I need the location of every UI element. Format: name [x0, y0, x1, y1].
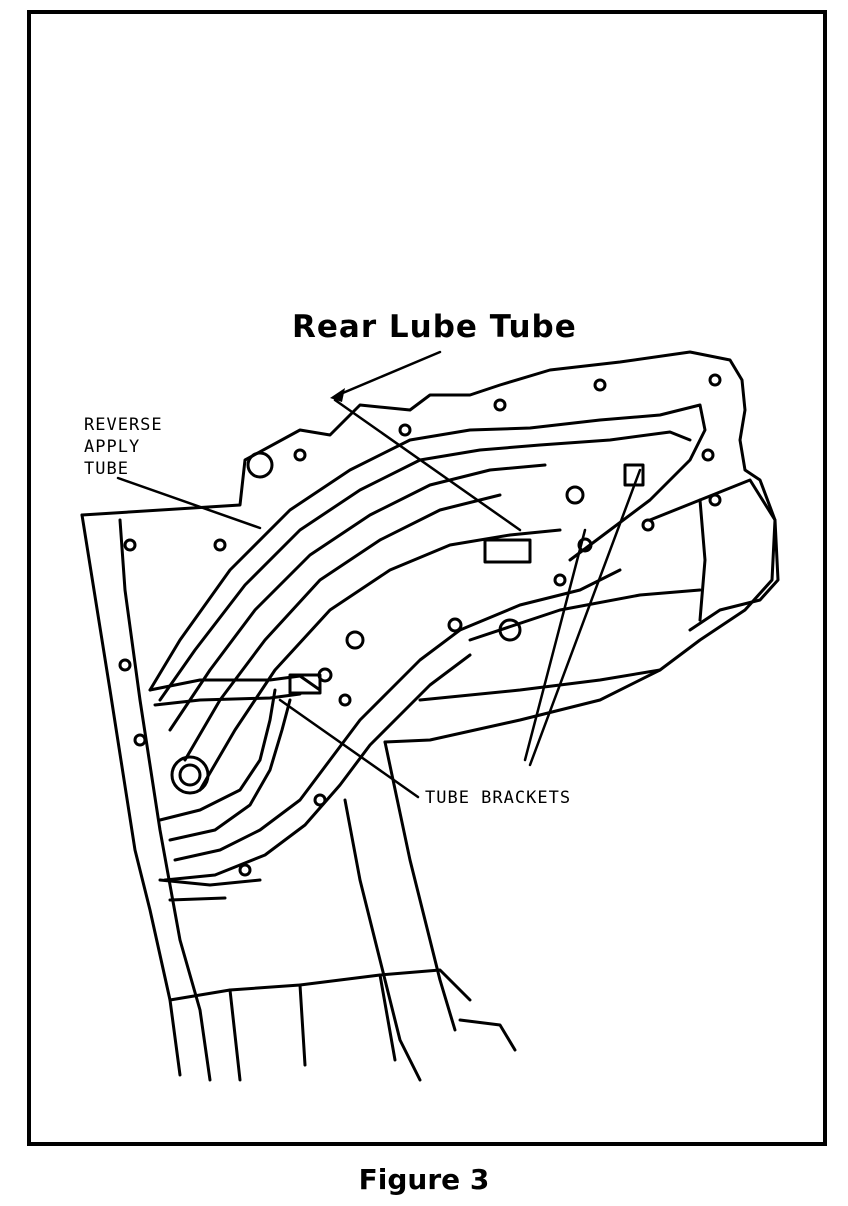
case-outline [80, 350, 777, 744]
tube-brackets-leader-2 [523, 528, 587, 762]
tube-brackets-label: TUBE BRACKETS [425, 788, 572, 808]
reverse-apply-label-line2: APPLY [84, 437, 141, 457]
reverse-apply-tube-label: REVERSE APPLY TUBE [84, 414, 163, 480]
tube-brackets-leader-3 [528, 468, 642, 767]
reverse-apply-label-line3: TUBE [84, 459, 129, 479]
rear-lube-tube-label: Rear Lube Tube [292, 309, 577, 345]
figure-caption: Figure 3 [358, 1163, 490, 1196]
case-lower-edge [80, 513, 182, 1077]
rear-lube-tube-shape [148, 403, 707, 692]
reverse-apply-leader [116, 476, 262, 530]
reverse-apply-label-line1: REVERSE [84, 415, 163, 435]
reverse-apply-tube-shape [148, 674, 322, 692]
tube-brackets-leader-1 [278, 698, 420, 799]
rear-lube-leader [336, 350, 442, 397]
